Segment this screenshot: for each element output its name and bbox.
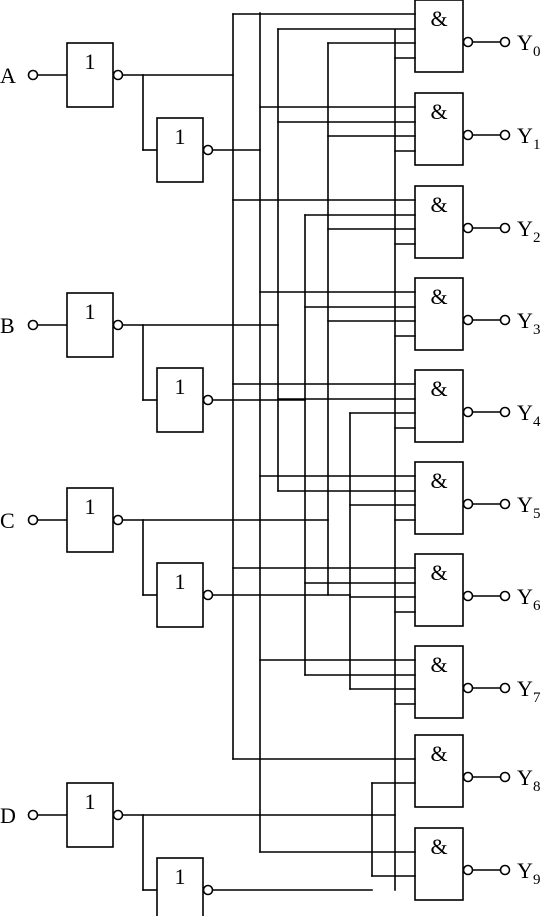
and-gate-y1-symbol: & <box>430 99 447 124</box>
output-terminal-y1 <box>499 129 511 141</box>
output-terminal-y9 <box>499 864 511 876</box>
not-gate-A-buffer-bubble <box>202 144 214 156</box>
not-gate-D-buffer <box>156 857 204 916</box>
output-label-y1: Y <box>517 123 533 148</box>
not-gate-B-symbol: 1 <box>85 299 96 324</box>
not-gate-B-bubble <box>112 319 124 331</box>
output-label-y6: Y <box>517 584 533 609</box>
output-label-y5: Y <box>517 492 533 517</box>
and-gate-y5 <box>414 461 464 535</box>
output-terminal-y7 <box>499 682 511 694</box>
and-gate-y3-symbol: & <box>430 284 447 309</box>
output-label-y7: Y <box>517 676 533 701</box>
input-terminal-D <box>27 809 39 821</box>
not-gate-C-buffer-bubble <box>202 589 214 601</box>
output-label-y0: Y <box>517 30 533 55</box>
not-gate-C-buffer-symbol: 1 <box>175 569 186 594</box>
output-label-y4: Y <box>517 400 533 425</box>
and-gate-y2 <box>414 185 464 259</box>
not-gate-A-buffer <box>156 117 204 183</box>
output-label-y2: Y <box>517 216 533 241</box>
and-gate-y1 <box>414 92 464 166</box>
not-gate-B-buffer-symbol: 1 <box>175 374 186 399</box>
and-gate-y5-symbol: & <box>430 468 447 493</box>
input-terminal-A <box>27 69 39 81</box>
and-gate-y3-bubble <box>462 314 474 326</box>
not-gate-D-buffer-symbol: 1 <box>175 864 186 889</box>
and-gate-y6-symbol: & <box>430 560 447 585</box>
output-subscript-y3: 3 <box>533 322 541 338</box>
not-gate-D-symbol: 1 <box>85 789 96 814</box>
input-terminal-B <box>27 319 39 331</box>
output-subscript-y1: 1 <box>533 137 541 153</box>
not-gate-B-buffer-bubble <box>202 394 214 406</box>
output-subscript-y4: 4 <box>533 414 541 430</box>
and-gate-y5-bubble <box>462 498 474 510</box>
not-gate-C-buffer <box>156 562 204 628</box>
output-label-y9: Y <box>517 858 533 883</box>
and-gate-y9 <box>414 827 464 901</box>
output-label-y8: Y <box>517 765 533 790</box>
not-gate-C-symbol: 1 <box>85 494 96 519</box>
and-gate-y7-symbol: & <box>430 652 447 677</box>
output-subscript-y6: 6 <box>533 598 541 614</box>
and-gate-y8-bubble <box>462 771 474 783</box>
output-terminal-y0 <box>499 36 511 48</box>
output-subscript-y7: 7 <box>533 690 541 706</box>
and-gate-y7-bubble <box>462 682 474 694</box>
and-gate-y0-bubble <box>462 36 474 48</box>
output-subscript-y2: 2 <box>533 230 541 246</box>
not-gate-D-bubble <box>112 809 124 821</box>
and-gate-y0-symbol: & <box>430 6 447 31</box>
input-label-D: D <box>0 803 16 828</box>
output-terminal-y6 <box>499 590 511 602</box>
output-terminal-y3 <box>499 314 511 326</box>
not-gate-A-symbol: 1 <box>85 49 96 74</box>
output-terminal-y8 <box>499 771 511 783</box>
and-gate-y4-symbol: & <box>430 376 447 401</box>
and-gate-y3 <box>414 277 464 351</box>
output-terminal-y5 <box>499 498 511 510</box>
input-label-C: C <box>0 508 15 533</box>
input-label-A: A <box>0 63 16 88</box>
and-gate-y1-bubble <box>462 129 474 141</box>
and-gate-y2-bubble <box>462 222 474 234</box>
not-gate-A-buffer-symbol: 1 <box>175 124 186 149</box>
not-gate-A-bubble <box>112 69 124 81</box>
not-gate-C <box>66 487 114 553</box>
and-gate-y8-symbol: & <box>430 741 447 766</box>
and-gate-y6 <box>414 553 464 627</box>
output-label-y3: Y <box>517 308 533 333</box>
and-gate-y9-symbol: & <box>430 834 447 859</box>
and-gate-y7 <box>414 645 464 719</box>
not-gate-D-buffer-bubble <box>202 884 214 896</box>
and-gate-y4-bubble <box>462 406 474 418</box>
and-gate-y4 <box>414 369 464 443</box>
output-subscript-y5: 5 <box>533 506 541 522</box>
and-gate-y8 <box>414 734 464 808</box>
and-gate-y2-symbol: & <box>430 192 447 217</box>
input-terminal-C <box>27 514 39 526</box>
and-gate-y6-bubble <box>462 590 474 602</box>
output-subscript-y0: 0 <box>533 44 541 60</box>
output-subscript-y9: 9 <box>533 872 541 888</box>
output-terminal-y2 <box>499 222 511 234</box>
not-gate-C-bubble <box>112 514 124 526</box>
input-label-B: B <box>0 313 15 338</box>
output-subscript-y8: 8 <box>533 779 541 795</box>
and-gate-y0 <box>414 0 464 73</box>
and-gate-y9-bubble <box>462 864 474 876</box>
output-terminal-y4 <box>499 406 511 418</box>
